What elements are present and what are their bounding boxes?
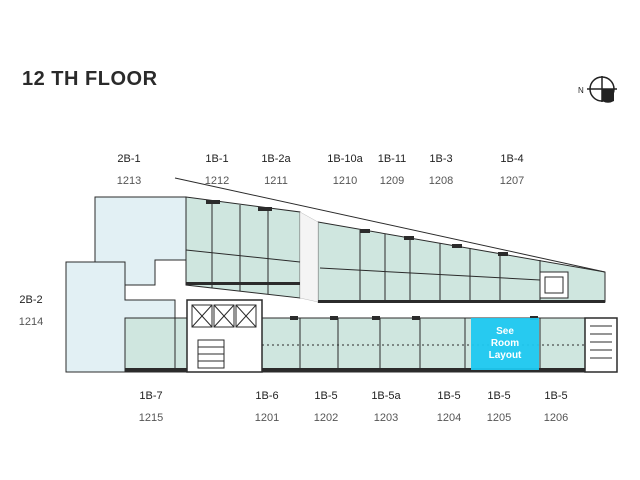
unit-number: 1203 xyxy=(373,412,399,424)
unit-1204-label[interactable]: 1B-5 1204 xyxy=(419,389,479,425)
unit-type: 2B-1 xyxy=(117,153,141,165)
unit-type: 1B-1 xyxy=(205,153,229,165)
unit-1203-label[interactable]: 1B-5a 1203 xyxy=(356,389,416,425)
unit-type: 1B-10a xyxy=(327,153,363,165)
unit-1208-label[interactable]: 1B-3 1208 xyxy=(411,152,471,188)
unit-number: 1213 xyxy=(116,175,142,187)
unit-number: 1215 xyxy=(138,412,164,424)
see-label: See xyxy=(496,326,514,337)
unit-type: 1B-3 xyxy=(429,153,453,165)
unit-type: 1B-4 xyxy=(500,153,524,165)
room-label: Room xyxy=(490,338,520,349)
unit-1214-label[interactable]: 2B-2 1214 xyxy=(4,293,58,329)
unit-number: 1214 xyxy=(18,316,44,328)
unit-type: 1B-2a xyxy=(261,153,291,165)
upper-corridor-gap xyxy=(299,211,319,303)
unit-number: 1206 xyxy=(543,412,569,424)
unit-number: 1201 xyxy=(254,412,280,424)
unit-type: 1B-6 xyxy=(255,390,279,402)
unit-number: 1202 xyxy=(313,412,339,424)
unit-1202-label[interactable]: 1B-5 1202 xyxy=(296,389,356,425)
unit-1201-label[interactable]: 1B-6 1201 xyxy=(237,389,297,425)
unit-1213-label[interactable]: 2B-1 1213 xyxy=(99,152,159,188)
unit-type: 1B-5 xyxy=(544,390,568,402)
unit-number: 1211 xyxy=(264,175,288,187)
unit-type: 1B-5 xyxy=(487,390,511,402)
compass-letter: N xyxy=(578,86,584,95)
stair-east xyxy=(584,317,618,373)
see-room-layout-button[interactable]: See Room Layout xyxy=(471,318,539,370)
unit-type: 1B-5 xyxy=(437,390,461,402)
unit-1210-label[interactable]: 1B-10a 1210 xyxy=(315,152,375,188)
unit-number: 1212 xyxy=(204,175,230,187)
unit-1206-label[interactable]: 1B-5 1206 xyxy=(526,389,586,425)
unit-type: 1B-5 xyxy=(314,390,338,402)
unit-number: 1207 xyxy=(499,175,525,187)
unit-1215-label[interactable]: 1B-7 1215 xyxy=(121,389,181,425)
unit-1205-highlight xyxy=(471,318,539,370)
unit-1207-label[interactable]: 1B-4 1207 xyxy=(482,152,542,188)
unit-1211-label[interactable]: 1B-2a 1211 xyxy=(246,152,306,188)
unit-number: 1208 xyxy=(428,175,454,187)
unit-number: 1204 xyxy=(436,412,462,424)
layout-label: Layout xyxy=(488,350,522,361)
floor-title: 12 TH FLOOR xyxy=(22,68,158,90)
unit-type: 2B-2 xyxy=(19,294,43,306)
unit-type: 1B-7 xyxy=(139,390,163,402)
unit-1205-label[interactable]: 1B-5 1205 xyxy=(469,389,529,425)
unit-number: 1205 xyxy=(486,412,512,424)
unit-1209-label[interactable]: 1B-11 1209 xyxy=(362,152,422,188)
unit-number: 1210 xyxy=(332,175,358,187)
unit-number: 1209 xyxy=(379,175,405,187)
unit-type: 1B-11 xyxy=(377,153,407,165)
compass-icon: N xyxy=(578,74,618,104)
unit-type: 1B-5a xyxy=(371,390,401,402)
unit-1212-label[interactable]: 1B-1 1212 xyxy=(187,152,247,188)
